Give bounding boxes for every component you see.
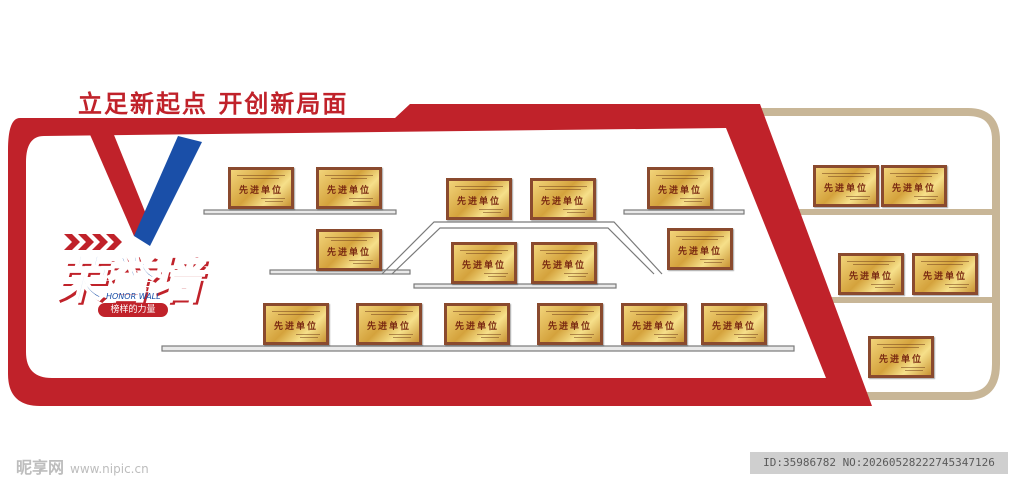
plaque-title: 先进单位 <box>461 261 506 271</box>
shelf-bottom <box>161 345 795 352</box>
award-plaque: 先进单位 <box>316 167 382 209</box>
award-plaque: 先进单位 <box>868 336 934 378</box>
award-plaque: 先进单位 <box>881 165 947 207</box>
award-plaque: 先进单位 <box>530 178 596 220</box>
shelf-top-left <box>203 209 397 215</box>
award-plaque: 先进单位 <box>316 229 382 271</box>
plaque-title: 先进单位 <box>456 197 501 207</box>
tan-extension-frame <box>720 108 1000 400</box>
watermark-site: 昵享网 www.nipic.cn <box>16 454 149 478</box>
speed-chevrons-icon <box>64 234 122 250</box>
honor-wall-logo-subtitle: HONOR WALL <box>106 292 161 301</box>
watermark-site-name: 昵享网 <box>16 458 65 477</box>
watermark-id: ID:35986782 NO:20260528222745347126 <box>750 452 1008 474</box>
award-plaque: 先进单位 <box>838 253 904 295</box>
center-bracket-inner <box>391 227 655 275</box>
award-plaque: 先进单位 <box>647 167 713 209</box>
award-plaque: 先进单位 <box>356 303 422 345</box>
plaque-title: 先进单位 <box>631 322 676 332</box>
plaque-title: 先进单位 <box>273 322 318 332</box>
center-bracket <box>381 221 663 275</box>
plaque-title: 先进单位 <box>848 272 893 282</box>
award-plaque: 先进单位 <box>444 303 510 345</box>
ribbon-red <box>88 130 150 236</box>
plaque-title: 先进单位 <box>326 248 371 258</box>
award-plaque: 先进单位 <box>537 303 603 345</box>
plaque-title: 先进单位 <box>677 247 722 257</box>
shelf-top-right <box>623 209 745 215</box>
plaque-title: 先进单位 <box>540 197 585 207</box>
award-plaque: 先进单位 <box>912 253 978 295</box>
watermark-url: www.nipic.cn <box>70 462 149 476</box>
award-plaque: 先进单位 <box>813 165 879 207</box>
shelf-middle-center <box>413 283 617 289</box>
plaque-title: 先进单位 <box>326 186 371 196</box>
ribbon-blue <box>134 136 202 246</box>
award-plaque: 先进单位 <box>228 167 294 209</box>
plaque-title: 先进单位 <box>878 355 923 365</box>
plaque-title: 先进单位 <box>711 322 756 332</box>
award-plaque: 先进单位 <box>451 242 517 284</box>
plaque-title: 先进单位 <box>657 186 702 196</box>
honor-wall-logo-title: 荣誉墙 <box>53 250 201 310</box>
plaque-title: 先进单位 <box>541 261 586 271</box>
plaque-title: 先进单位 <box>891 184 936 194</box>
plaque-title: 先进单位 <box>454 322 499 332</box>
display-shelves <box>161 209 795 352</box>
award-plaque: 先进单位 <box>263 303 329 345</box>
plaque-title: 先进单位 <box>823 184 868 194</box>
award-plaque: 先进单位 <box>701 303 767 345</box>
slogan-text: 立足新起点 开创新局面 <box>78 90 349 118</box>
award-plaque: 先进单位 <box>531 242 597 284</box>
award-plaque: 先进单位 <box>667 228 733 270</box>
honor-wall-logo-tagline: 榜样的力量 <box>98 303 168 317</box>
plaque-title: 先进单位 <box>238 186 283 196</box>
award-plaque: 先进单位 <box>621 303 687 345</box>
plaque-title: 先进单位 <box>922 272 967 282</box>
award-plaque: 先进单位 <box>446 178 512 220</box>
plaque-title: 先进单位 <box>547 322 592 332</box>
plaque-title: 先进单位 <box>366 322 411 332</box>
